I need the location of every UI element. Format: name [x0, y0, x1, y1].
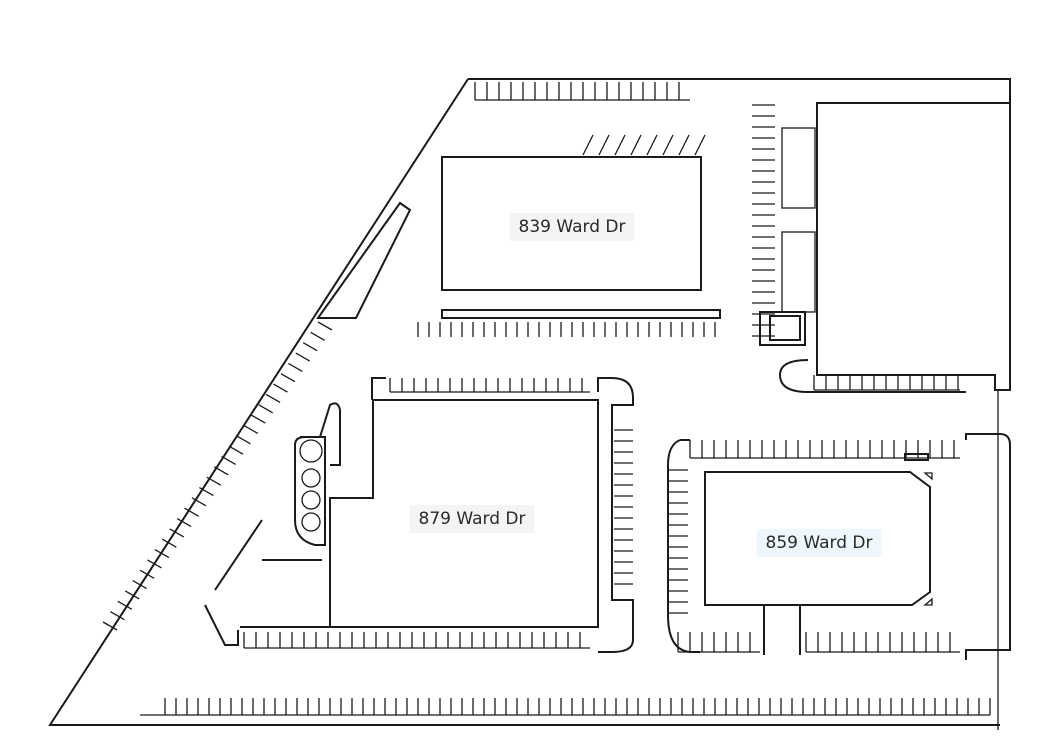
- parking-stripe: [184, 507, 199, 517]
- parking-stripe: [236, 435, 251, 445]
- parking-stripe: [161, 538, 177, 548]
- dumpster-enclosure: [759, 311, 806, 346]
- parking-stripe: [228, 445, 244, 455]
- parking-stripe: [176, 517, 192, 528]
- building-label-859: 859 Ward Dr: [756, 529, 882, 557]
- silo: [301, 512, 321, 532]
- parking-stripe: [124, 590, 140, 600]
- silo: [301, 490, 321, 510]
- curb-859: [667, 433, 1011, 660]
- parking-stripe: [265, 393, 281, 403]
- parking-stripe: [250, 414, 266, 424]
- parking-stripe: [199, 486, 214, 497]
- parking-stripe: [630, 134, 642, 156]
- building-839[interactable]: [441, 156, 702, 291]
- parking-stripe: [662, 134, 674, 156]
- parking-stripe: [169, 528, 185, 538]
- marker-icon: [923, 472, 933, 481]
- parking-stripe: [694, 134, 706, 156]
- parking-stripe: [273, 383, 288, 393]
- parking-stripe: [258, 404, 274, 414]
- adjacent-building: [816, 102, 1011, 391]
- parking-stripe: [147, 559, 162, 569]
- marker-icon: [923, 597, 933, 606]
- parking-stripe: [117, 600, 133, 610]
- parking-stripe: [288, 362, 303, 372]
- silo: [301, 468, 321, 488]
- curb: [778, 359, 966, 393]
- curb-879: [371, 377, 634, 653]
- parking-stripe: [310, 331, 325, 341]
- loading-dock: [781, 127, 816, 209]
- curb: [319, 402, 341, 466]
- parking-stripe: [598, 134, 610, 156]
- parking-stripe: [678, 134, 690, 156]
- parking-stripe: [317, 321, 333, 331]
- median: [316, 201, 412, 319]
- parking-stripe: [102, 621, 118, 631]
- parking-stripe: [132, 580, 147, 590]
- building-label-879: 879 Ward Dr: [409, 505, 535, 533]
- parking-stripe: [614, 134, 626, 156]
- silo: [299, 439, 323, 463]
- parking-stripe: [191, 497, 207, 507]
- parking-stripe: [243, 424, 259, 435]
- parking-stripe: [154, 549, 170, 559]
- parking-stripe: [646, 134, 658, 156]
- parking-stripe: [295, 352, 311, 362]
- parking-stripe: [206, 476, 222, 486]
- property-boundary: [48, 78, 1011, 726]
- building-label-839: 839 Ward Dr: [509, 213, 635, 241]
- sidewalk: [441, 309, 721, 319]
- silo-pad: [294, 436, 326, 546]
- parking-stripe: [110, 611, 125, 621]
- parking-stripe: [213, 466, 229, 476]
- loading-dock: [781, 231, 816, 313]
- parking-stripe: [582, 134, 594, 156]
- building-859[interactable]: [704, 471, 931, 606]
- parking-stripe: [139, 569, 155, 579]
- drive-curb: [204, 519, 330, 646]
- parking-stripe: [302, 342, 318, 352]
- parking-stripe: [221, 455, 236, 466]
- parking-stripe: [280, 373, 296, 383]
- parking-stripes: [102, 82, 991, 716]
